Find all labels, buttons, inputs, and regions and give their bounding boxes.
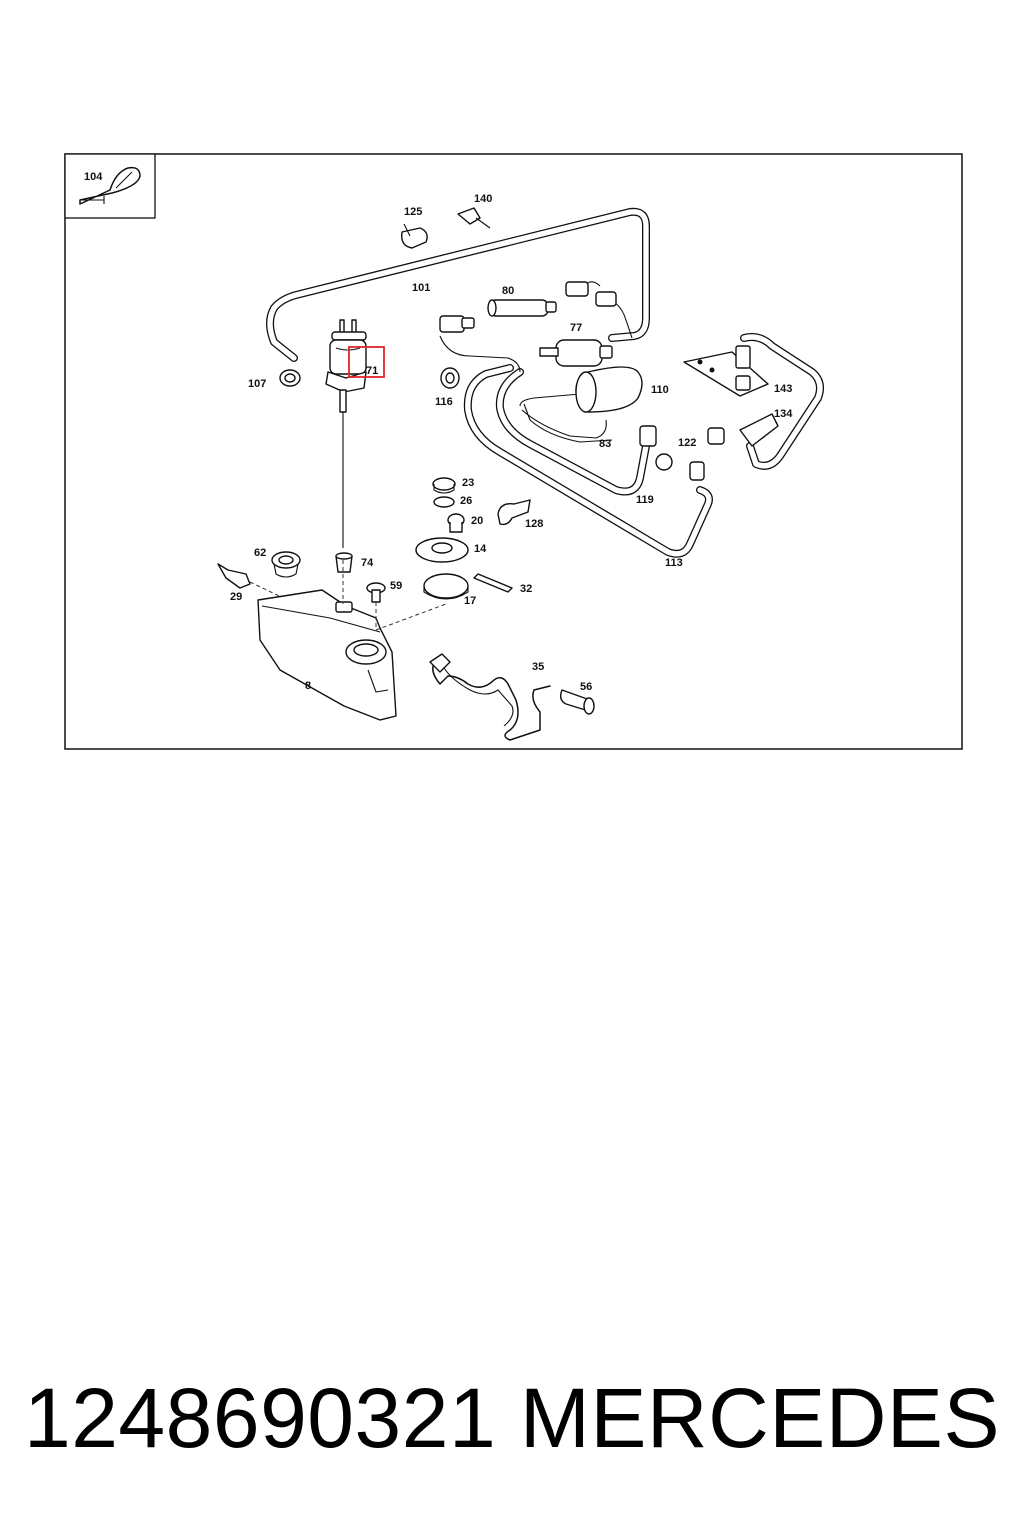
- connector-29: [217, 563, 301, 607]
- cover-17: [423, 573, 469, 600]
- footer: 1248690321 MERCEDES: [24, 1368, 1000, 1468]
- nozzle-134: [739, 413, 779, 447]
- connector-right: [565, 281, 617, 307]
- label-59: 59: [390, 580, 402, 592]
- label-14: 14: [474, 543, 487, 555]
- label-101: 101: [412, 282, 430, 294]
- clip-125: [401, 223, 428, 249]
- bracket-128: [497, 499, 531, 526]
- label-80: 80: [502, 285, 514, 297]
- reservoir-8: [257, 560, 447, 721]
- plate-143: [683, 345, 769, 397]
- washer-pump-71: [325, 319, 367, 413]
- label-110: 110: [651, 384, 669, 396]
- label-35: 35: [532, 661, 544, 673]
- label-77: 77: [570, 322, 582, 334]
- harness-35: [429, 653, 551, 741]
- label-23: 23: [462, 477, 474, 489]
- label-140: 140: [474, 193, 492, 205]
- clip-140: [457, 207, 491, 229]
- hose-119: [495, 368, 650, 496]
- label-113: 113: [665, 557, 683, 569]
- highlight-box-71: [348, 346, 385, 378]
- hose-113: [463, 364, 713, 558]
- label-62: 62: [254, 547, 266, 559]
- label-56: 56: [580, 681, 592, 693]
- label-125: 125: [404, 206, 422, 218]
- parts-diagram: 104 125 140 101 80 77 71 107 116 110 143…: [64, 153, 963, 750]
- label-20: 20: [471, 515, 483, 527]
- brand-name: MERCEDES: [519, 1370, 1000, 1465]
- clip-116: [440, 367, 460, 389]
- label-71: 71: [366, 365, 378, 377]
- cap-23: [432, 477, 456, 494]
- hose-134: [740, 333, 824, 470]
- seal-26: [433, 496, 455, 508]
- label-8: 8: [305, 680, 311, 692]
- grommet-74: [335, 552, 353, 573]
- label-128: 128: [525, 518, 543, 530]
- grommet-62: [271, 551, 301, 578]
- label-122: 122: [678, 437, 696, 449]
- label-104: 104: [84, 171, 103, 183]
- label-32: 32: [520, 583, 532, 595]
- check-valve-80: [487, 299, 557, 317]
- label-17: 17: [464, 595, 476, 607]
- filter-56: [559, 689, 595, 715]
- washer-pump-77: [539, 339, 613, 367]
- diagram-frame: [64, 153, 963, 750]
- label-143: 143: [774, 383, 792, 395]
- part-number: 1248690321: [24, 1370, 497, 1465]
- fitting-59: [366, 582, 386, 603]
- strip-32: [473, 573, 513, 593]
- connector-122b: [689, 427, 725, 481]
- label-119: 119: [636, 494, 654, 506]
- hose-101: [266, 207, 650, 362]
- label-83: 83: [599, 438, 611, 450]
- clip-122: [655, 453, 673, 471]
- label-26: 26: [460, 495, 472, 507]
- connector-left: [439, 315, 475, 333]
- label-107: 107: [248, 378, 266, 390]
- label-74: 74: [361, 557, 374, 569]
- label-134: 134: [774, 408, 793, 420]
- cylinder-110: [575, 366, 643, 413]
- label-29: 29: [230, 591, 242, 603]
- cable-tie-icon: [79, 166, 141, 205]
- inset-box-104: [64, 153, 156, 219]
- label-116: 116: [435, 396, 453, 408]
- connector-122a: [639, 425, 657, 447]
- clip-107: [279, 369, 301, 387]
- flange-14: [415, 537, 469, 563]
- grommet-20: [447, 513, 465, 533]
